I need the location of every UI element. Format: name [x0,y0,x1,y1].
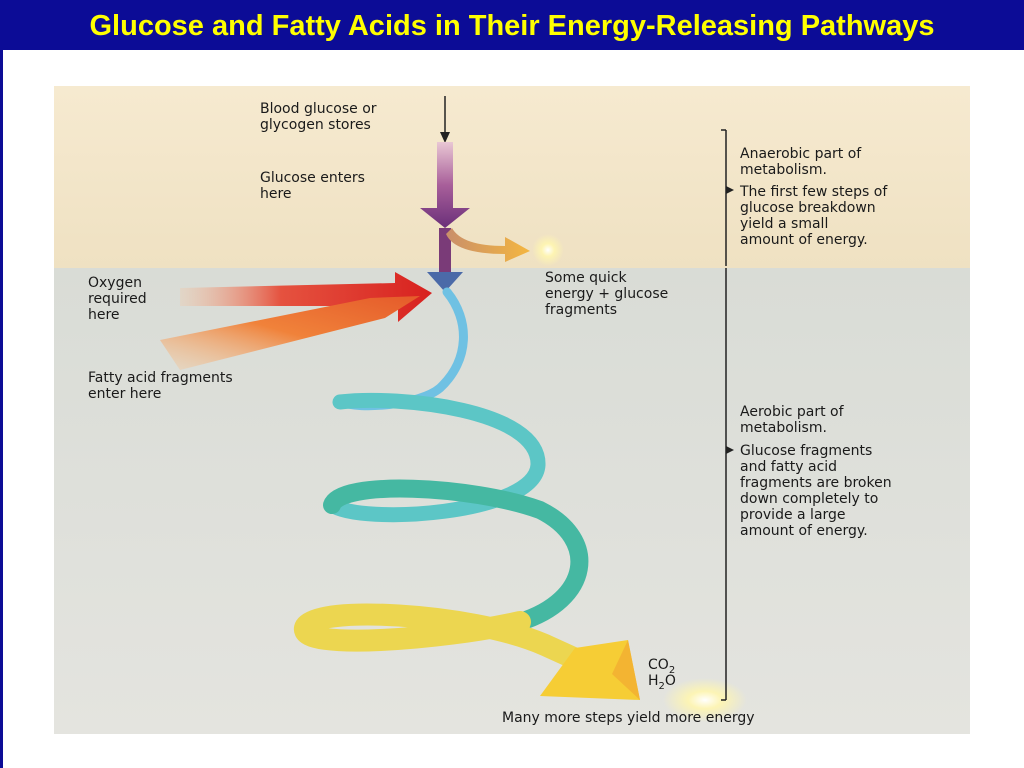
glucose-arrow [420,142,470,228]
energy-spark-small [532,234,564,266]
spiral-arrow-head [540,640,640,700]
h2o-label: H2O [648,673,676,692]
oxygen-arrow [180,272,432,322]
many-more-steps-label: Many more steps yield more energy [502,710,755,726]
fatty-acid-arrow [160,296,420,370]
quick-energy-arrow [446,228,530,262]
left-border [0,50,3,768]
glucose-arrow-head [427,272,463,292]
anaerobic-region [54,86,970,268]
metabolism-spiral [294,287,611,681]
title-bar [0,0,1024,50]
slide-title: Glucose and Fatty Acids in Their Energy-… [89,10,935,42]
co2-label: CO2 [648,657,676,676]
